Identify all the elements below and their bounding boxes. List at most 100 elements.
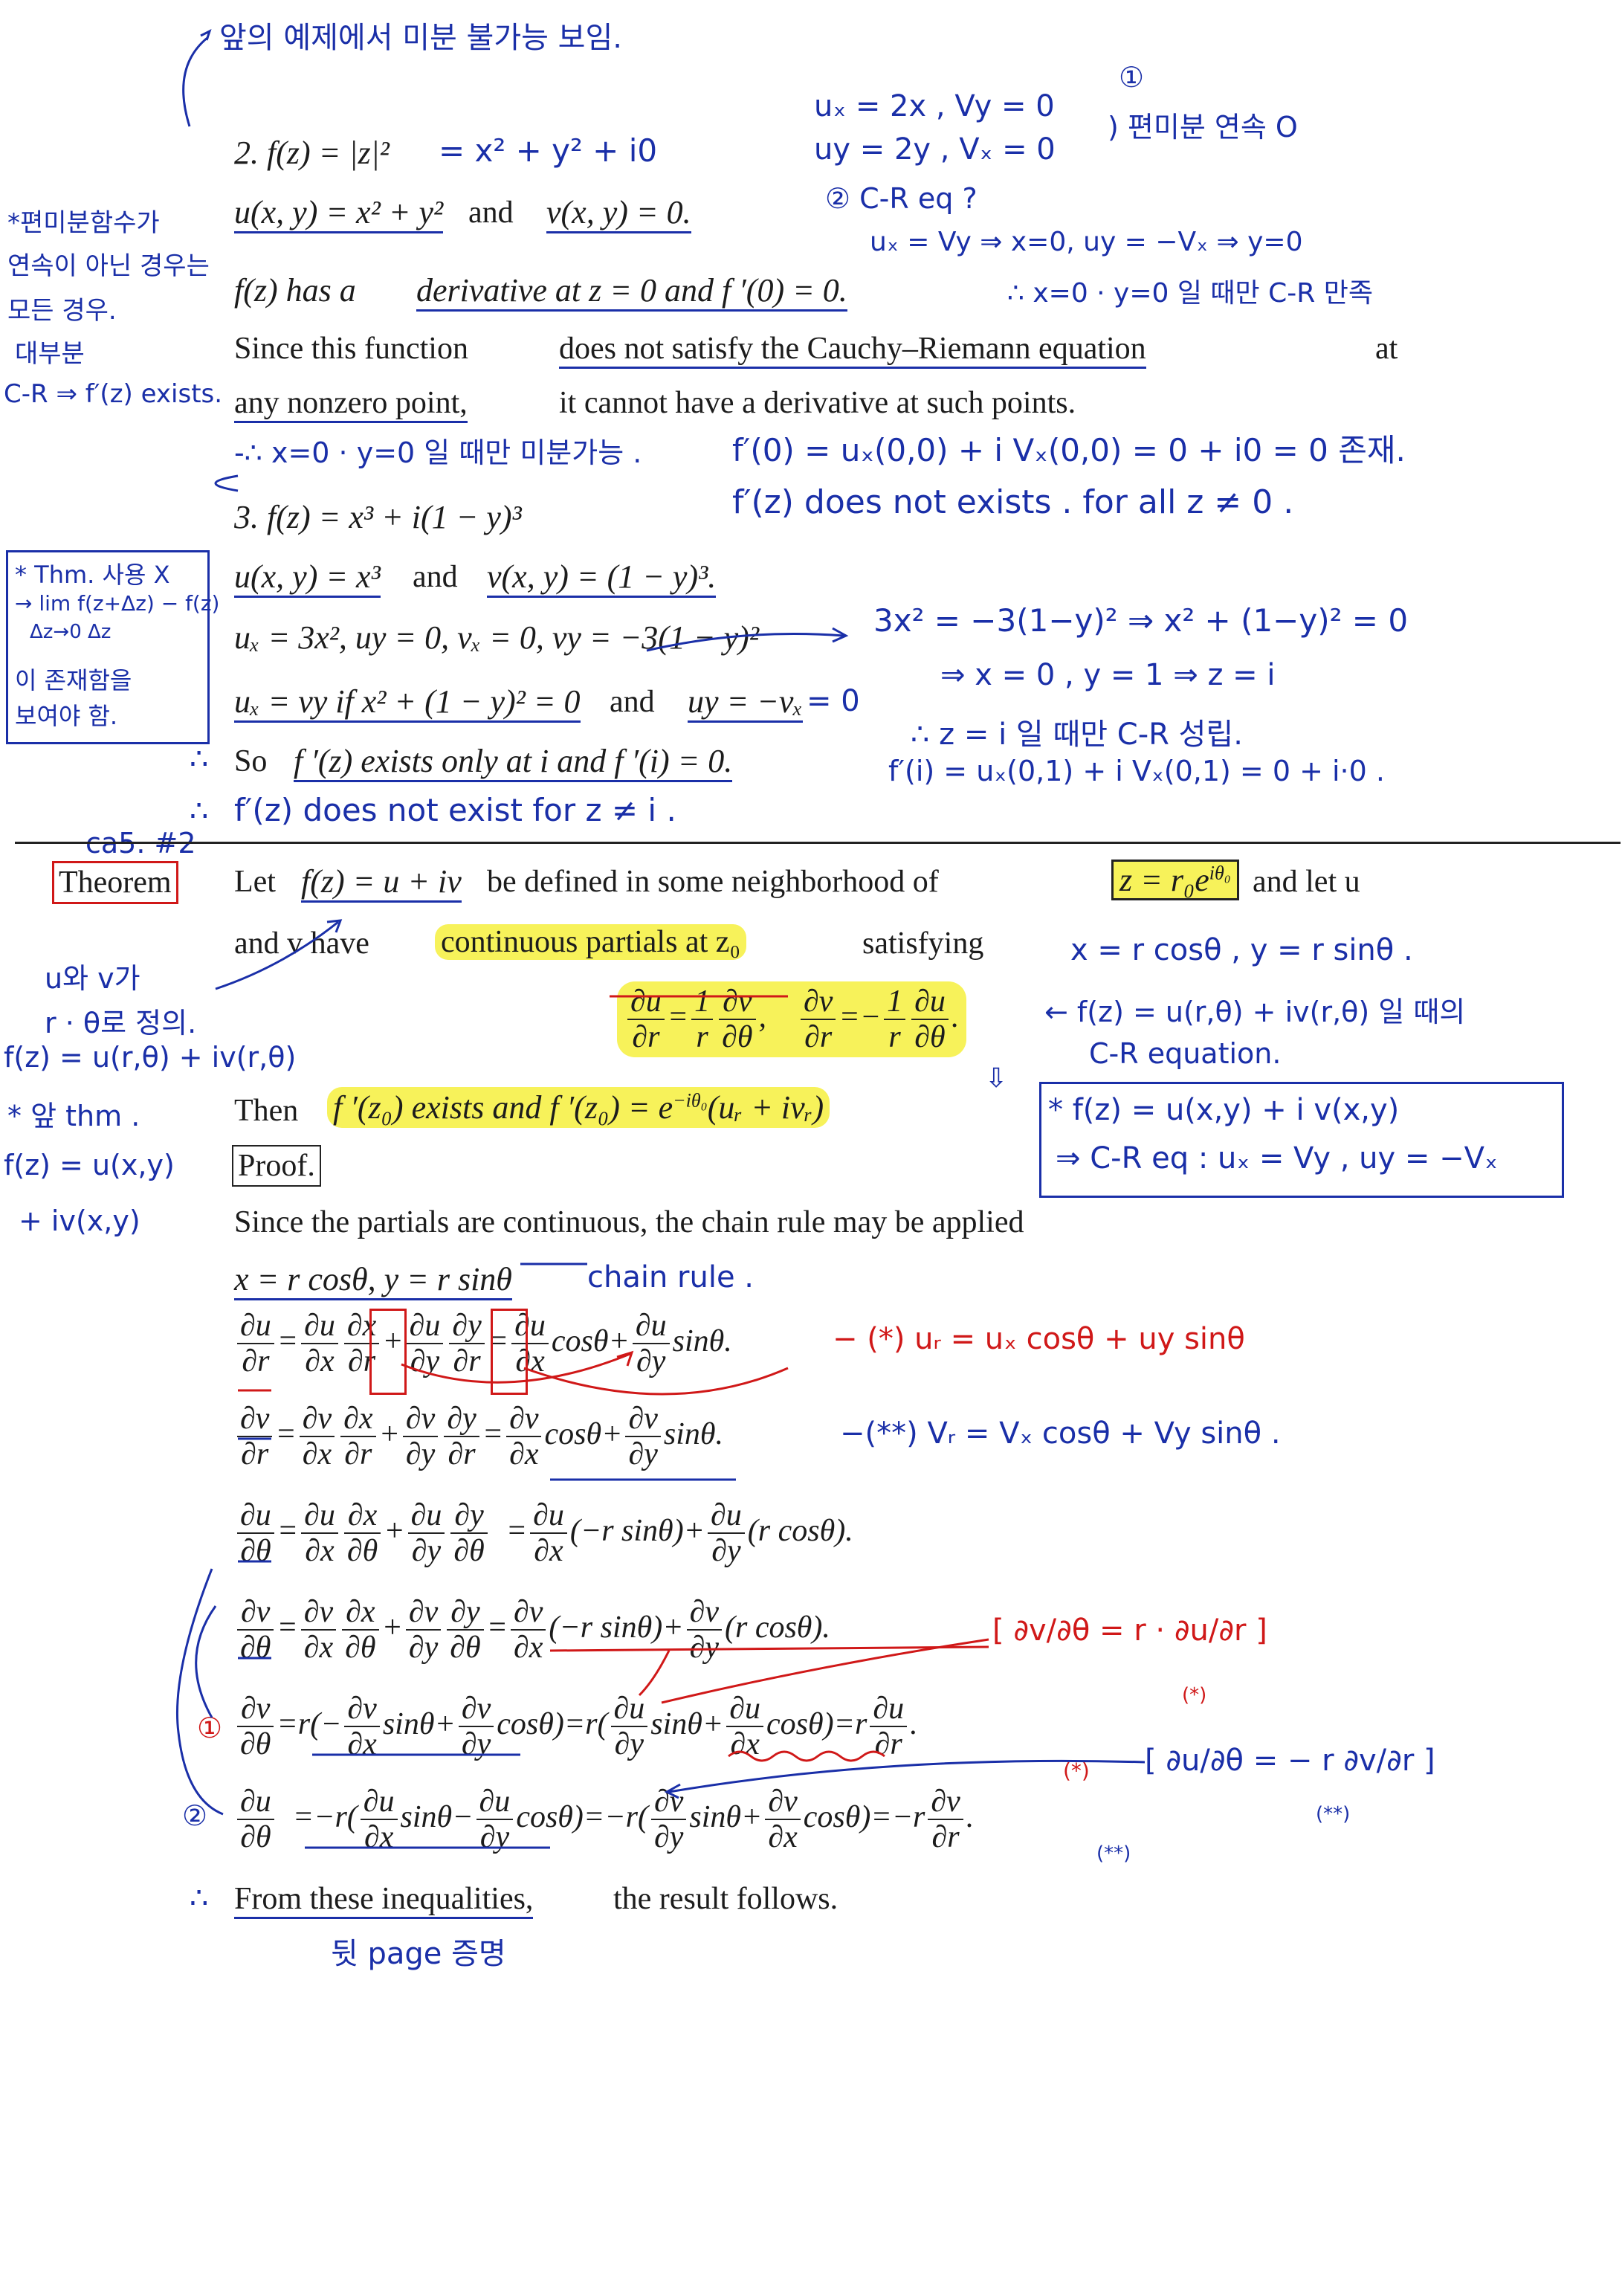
chain-row-utheta: ∂u∂θ=∂u∂x∂x∂θ+∂u∂y∂y∂θ =∂u∂x(−r sinθ)+∂u… [234,1498,853,1568]
ex3-v-def: v(x, y) = (1 − y)³. [487,558,717,598]
left-margin-arc-2 [195,1605,217,1718]
side-note-4: 대부분 [15,339,85,369]
vr-note: −(**) Vᵣ = Vₓ cosθ + Vy sinθ . [840,1416,1281,1451]
arrow-bracket-2 [668,1759,1146,1793]
circle-one-mark: ① [1119,61,1145,94]
proof-label: Proof. [232,1145,321,1187]
ex2-deriv-a: f(z) has a [234,272,356,309]
mark-2: ② [182,1799,208,1832]
let-c: and let u [1253,865,1360,899]
side-note-2: 연속이 아닌 경우는 [7,251,210,281]
right-box-b: ⇒ C-R eq : uₓ = Vy , uy = −Vₓ [1056,1141,1498,1176]
top-arc-head [200,29,212,41]
eq3-zero: = 0 [807,684,860,718]
red-arrow-1-head [616,1350,634,1367]
f-not-exists: f′(z) does not exists . for all z ≠ 0 . [732,483,1294,521]
then-tail: (uᵣ + ivᵣ) [707,1089,824,1126]
mark-1: ① [197,1712,223,1744]
thm-note-3: Δz→0 Δz [30,621,112,643]
right-box-a: * f(z) = u(x,y) + i v(x,y) [1048,1093,1400,1127]
side-note-3: 모든 경우. [7,296,117,326]
left-uv-b: r · θ로 정의. [45,1007,197,1039]
partials-line-1: uₓ = 2x , Vy = 0 [814,89,1055,123]
left-star-b: f(z) = u(x,y) [4,1149,175,1181]
bracket-1-tag: (*) [1182,1684,1207,1706]
ex2-and: and [468,196,514,230]
chain-rule-note: chain rule . [587,1260,754,1294]
ex2-v-def: v(x, y) = 0. [546,193,691,233]
example-3-title: 3. f(z) = x³ + i(1 − y)³ [234,499,522,535]
partials-line-2: uy = 2y , Vₓ = 0 [814,132,1056,167]
let-f: f(z) = u + iv [301,862,462,903]
f-not-exist-i: f′(z) does not exist for z ≠ i . [234,792,676,828]
continuous-partials: continuous partials at z₀ [435,924,747,960]
therefore-2: ∴ [190,794,209,828]
left-uv-c: f(z) = u(r,θ) + iv(r,θ) [4,1041,297,1074]
left-star-c: + iv(x,y) [19,1205,140,1237]
cr-line: uₓ = Vy ⇒ x=0, uy = −Vₓ ⇒ y=0 [870,227,1303,257]
diff-line: -∴ x=0 · y=0 일 때만 미분가능 . [234,436,642,469]
red-arrow-1 [401,1352,633,1384]
chain-row-vtheta: ∂v∂θ=∂v∂x∂x∂θ+∂v∂y∂y∂θ=∂v∂x(−r sinθ)+∂v∂… [234,1595,830,1665]
arrow-left-uv-head [326,919,343,933]
let-b: be defined in some neighborhood of [487,865,939,899]
bracket-2: [ ∂u/∂θ = − r ∂v/∂r ] [1145,1744,1435,1778]
continuous-note: ) 편미분 연속 O [1108,111,1298,144]
ur-note: − (*) uᵣ = uₓ cosθ + uy sinθ [833,1322,1245,1356]
since-c: at [1375,332,1398,366]
any-a: any nonzero point, [234,385,468,423]
any-b: it cannot have a derivative at such poin… [559,386,1076,420]
left-margin-arc [176,1568,224,1816]
top-note: 앞의 예제에서 미분 불가능 보임. [219,21,622,55]
star-mark: (*) [1063,1758,1090,1783]
and-v: and v have [234,926,369,961]
arrow-left-uv [215,920,339,990]
wavy-underline [728,1750,885,1762]
right-cr-box [1039,1082,1564,1198]
red-arrow-2 [523,1367,789,1396]
row4-red-line [549,1645,989,1652]
thm-note-box [6,550,210,744]
left-star-a: * 앞 thm . [7,1100,140,1132]
let-z-box: z = r₀eiθ₀ [1111,860,1239,900]
thm-note-5: 보여야 함. [15,702,118,730]
ex3-partials: uₓ = 3x², uy = 0, vₓ = 0, vy = −3(1 − y)… [234,619,760,656]
result-follows: the result follows. [613,1882,839,1916]
so-a: So [234,744,268,778]
eq3-c: ∴ z = i 일 때만 C-R 성립. [911,718,1243,752]
ex3-and: and [413,560,458,594]
cr-question: ② C-R eq ? [825,182,978,215]
red-box-dx-dr [369,1309,407,1395]
fprime-zero: f′(0) = uₓ(0,0) + i Vₓ(0,0) = 0 + i0 = 0… [732,432,1406,468]
eq3-hand: 3x² = −3(1−y)² ⇒ x² + (1−y)² = 0 [873,602,1409,639]
theorem-label: Theorem [52,861,178,904]
polar-1: x = r cosθ , y = r sinθ . [1070,933,1413,967]
divider [15,842,1621,844]
then-word: Then [234,1094,299,1128]
satisfying: satisfying [862,926,984,961]
cr-conclusion: ∴ x=0 · y=0 일 때만 C-R 만족 [1007,278,1373,309]
arrow-bracket-2-head [664,1783,681,1799]
side-note-5: C-R ⇒ f′(z) exists. [4,379,223,409]
polar-3: C-R equation. [1089,1037,1282,1070]
let-z-sup: iθ₀ [1209,862,1231,884]
ex3-u-def: u(x, y) = x³ [234,558,381,598]
ex3-cond-a: uₓ = vy if x² + (1 − y)² = 0 [234,683,581,723]
since-partials: Since the partials are continuous, the c… [234,1205,1024,1239]
side-note-1: *편미분함수가 [7,208,160,238]
since-b: does not satisfy the Cauchy–Riemann equa… [559,331,1146,369]
example-2-title: 2. f(z) = |z|² [234,135,390,171]
arrow-partials-head [832,627,849,643]
red-arrow-bracket-1 [661,1638,989,1704]
dstar-mark: (**) [1096,1842,1131,1865]
arrow-partials [646,633,844,652]
let-z: z = r₀e [1119,862,1209,898]
eq3-b: ⇒ x = 0 , y = 1 ⇒ z = i [940,658,1276,692]
from-these: From these inequalities, [234,1881,534,1919]
red-box-dy-dr [491,1309,528,1395]
